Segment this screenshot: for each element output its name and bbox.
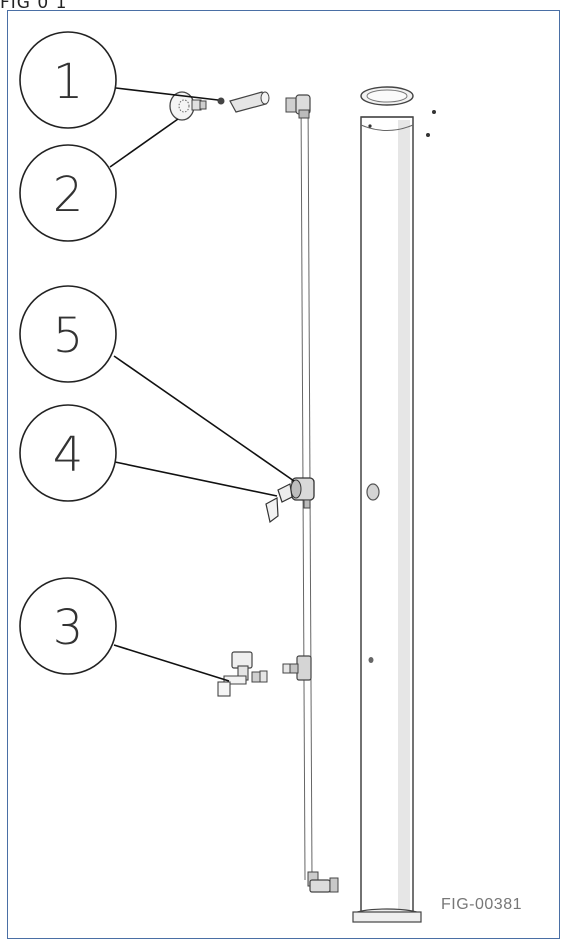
callout-2-number: 2 xyxy=(53,167,84,223)
shower-column xyxy=(352,86,436,923)
shower-arm xyxy=(217,91,270,113)
mixer-valve xyxy=(290,477,315,509)
callout-4: 4 xyxy=(19,404,278,502)
foot-tap xyxy=(217,651,268,697)
mixer-lever xyxy=(265,483,293,524)
figure-header-label: FIG 0 1 xyxy=(0,0,68,13)
callout-4-number: 4 xyxy=(53,427,84,483)
callout-3-number: 3 xyxy=(53,600,84,656)
callout-1: 1 xyxy=(19,31,219,129)
top-elbow-fitting xyxy=(285,94,311,119)
bottom-elbow-fitting xyxy=(307,871,339,893)
callout-3: 3 xyxy=(19,577,230,682)
middle-tee-fitting xyxy=(282,655,312,681)
figure-frame xyxy=(7,10,560,939)
figure-id: FIG-00381 xyxy=(441,896,522,913)
callout-5-number: 5 xyxy=(53,308,84,364)
callout-1-number: 1 xyxy=(53,54,84,110)
callout-5: 5 xyxy=(19,285,295,482)
shower-head xyxy=(169,91,207,121)
callout-2: 2 xyxy=(19,118,179,242)
